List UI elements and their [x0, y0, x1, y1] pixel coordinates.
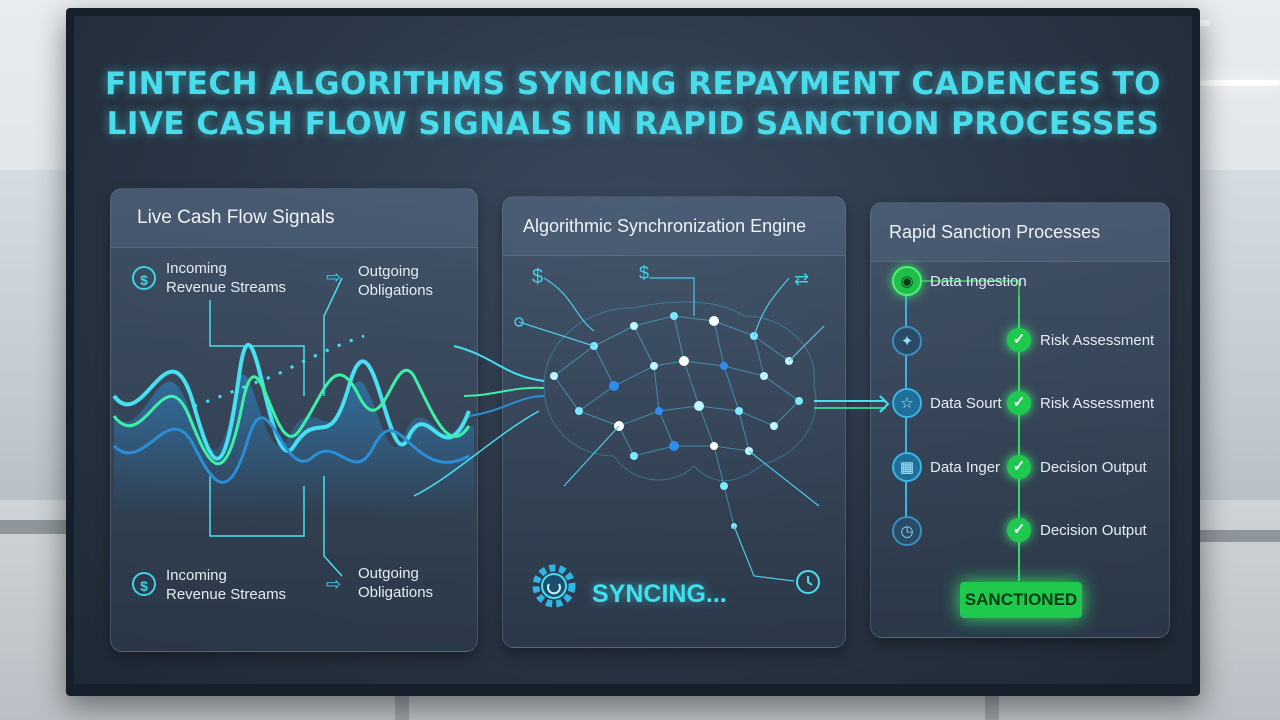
check-icon: ✓: [1007, 455, 1031, 479]
chart-icon: ▦: [892, 452, 922, 482]
connector-line: [789, 326, 824, 361]
ingestion-node-icon: ◉: [892, 266, 922, 296]
arrow-right-icon: ⇨: [326, 573, 341, 595]
connector-line: [649, 278, 694, 316]
arrow-right-icon: ⇨: [326, 266, 341, 288]
step-label: Risk Assessment: [1040, 394, 1154, 413]
bolt-icon: ✦: [892, 326, 922, 356]
background-window: [0, 170, 66, 500]
stream-line: [464, 388, 544, 396]
dollar-icon: $: [639, 262, 649, 284]
sanctioned-badge: SANCTIONED: [960, 582, 1082, 618]
dollar-icon: $: [132, 572, 156, 596]
stream-line: [454, 346, 544, 381]
display-monitor: FINTECH ALGORITHMS SYNCING REPAYMENT CAD…: [66, 8, 1200, 696]
connector-line: [749, 451, 819, 506]
dollar-icon: $: [132, 266, 156, 290]
neural-network: [544, 302, 816, 526]
step-label: Risk Assessment: [1040, 331, 1154, 350]
connector-line: [519, 322, 594, 346]
ceiling-light: [1200, 80, 1280, 86]
step-label: Decision Output: [1040, 458, 1147, 477]
step-label: Data Inger: [930, 458, 1000, 477]
sync-status: SYNCING...: [592, 579, 727, 609]
background-window: [1200, 170, 1280, 500]
step-label: Decision Output: [1040, 521, 1147, 540]
connector-line: [734, 526, 794, 581]
step-label: Data Ingestion: [930, 272, 1027, 291]
connector-line: [544, 278, 594, 331]
dollar-icon: $: [532, 266, 543, 288]
step-label: Data Sourt: [930, 394, 1002, 413]
arrow-right-icon: [880, 396, 888, 412]
gear-icon: [536, 568, 572, 604]
background-desk: [0, 520, 66, 534]
star-icon: ☆: [892, 388, 922, 418]
check-icon: ✓: [1007, 391, 1031, 415]
transfer-icon: ⇄: [794, 268, 809, 290]
display-screen: FINTECH ALGORITHMS SYNCING REPAYMENT CAD…: [74, 16, 1192, 684]
clock-icon: ◷: [892, 516, 922, 546]
check-icon: ✓: [1007, 328, 1031, 352]
background-desk: [1200, 530, 1280, 542]
stream-line: [469, 396, 544, 416]
clock-icon: [797, 571, 819, 593]
check-icon: ✓: [1007, 518, 1031, 542]
